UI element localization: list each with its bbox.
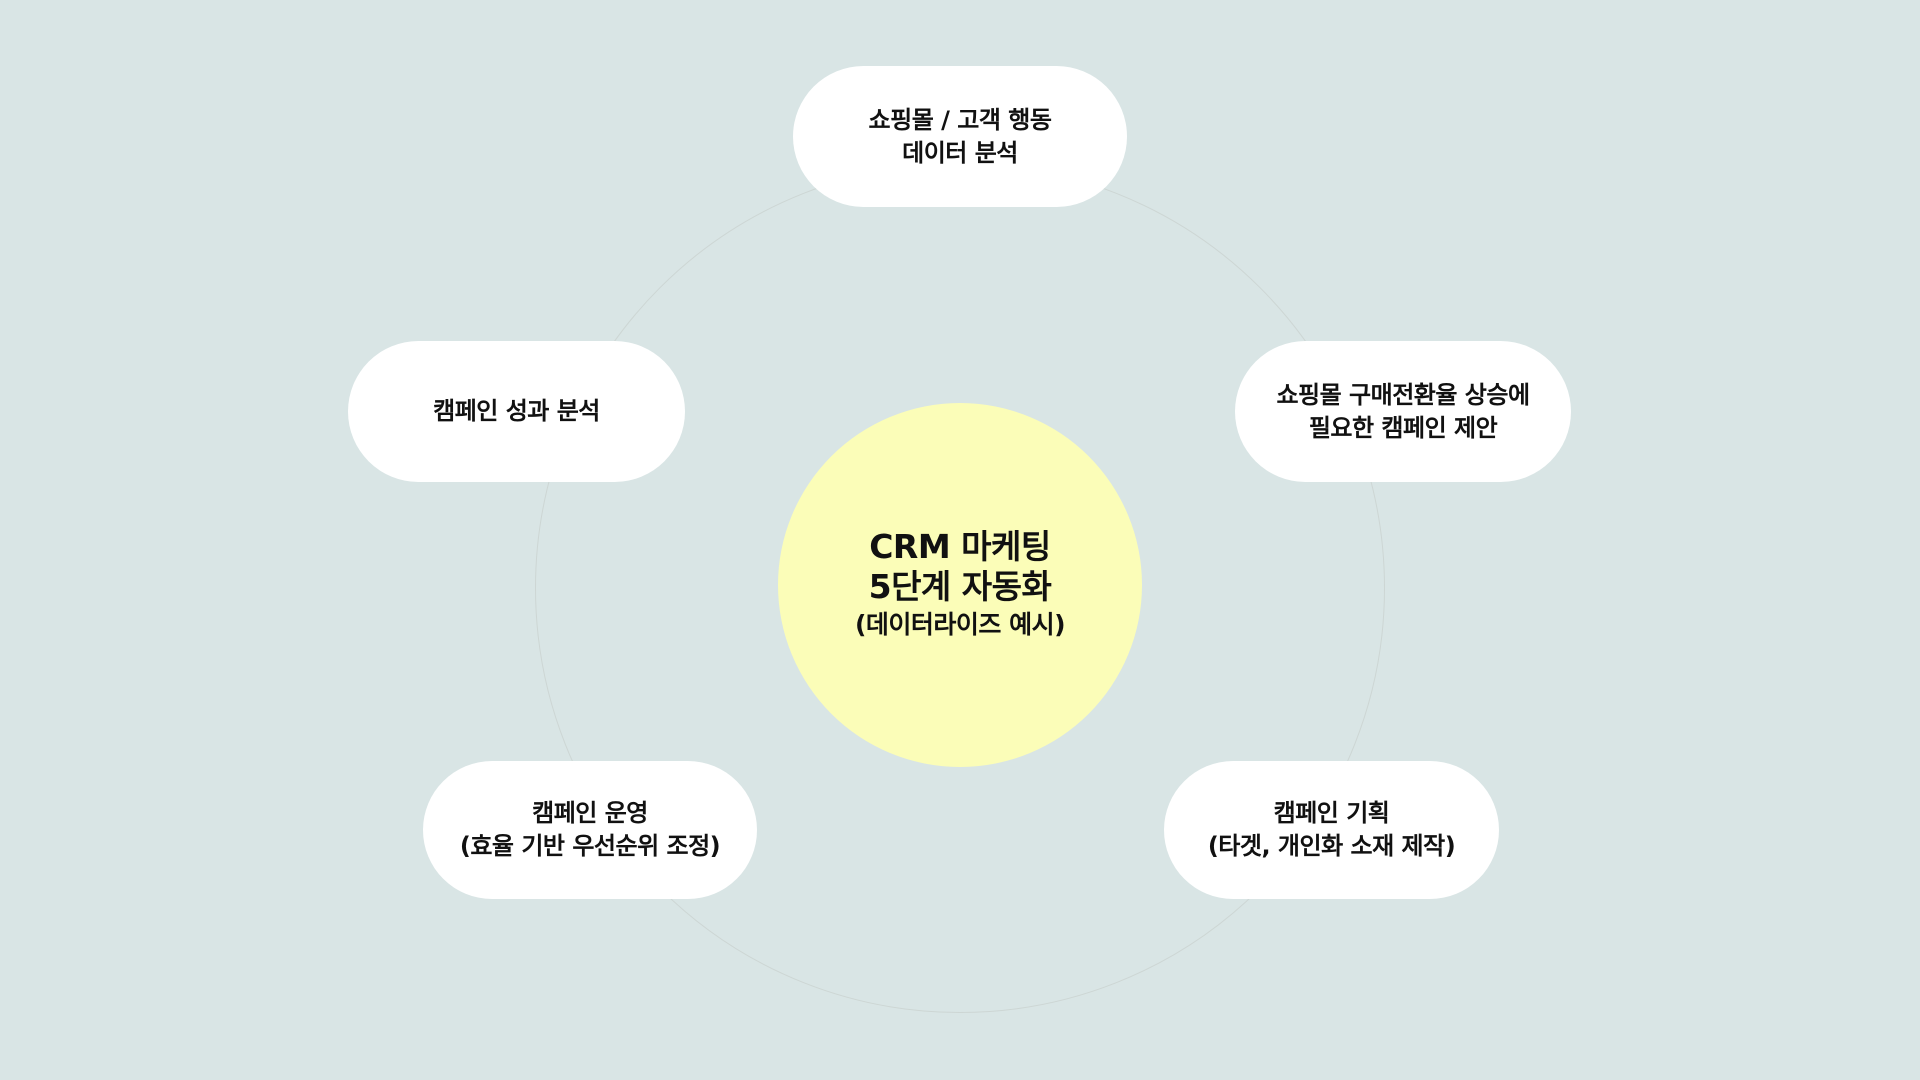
center-subtitle: (데이터라이즈 예시) [854,610,1066,639]
step-1-data-analysis: 쇼핑몰 / 고객 행동 데이터 분석 [793,66,1127,207]
step-3-line-2: (타겟, 개인화 소재 제작) [1207,832,1456,860]
step-4-line-1: 캠페인 운영 [532,799,648,827]
step-1-line-2: 데이터 분석 [902,138,1018,167]
step-5-performance-analysis: 캠페인 성과 분석 [348,341,685,482]
step-4-campaign-operation: 캠페인 운영 (효율 기반 우선순위 조정) [423,761,757,899]
center-hub: CRM 마케팅 5단계 자동화 (데이터라이즈 예시) [778,403,1142,767]
center-title-line-1: CRM 마케팅 [869,527,1051,566]
step-2-line-2: 필요한 캠페인 제안 [1308,413,1498,442]
step-5-line-1: 캠페인 성과 분석 [433,397,600,425]
step-1-line-1: 쇼핑몰 / 고객 행동 [868,105,1052,134]
step-3-line-1: 캠페인 기획 [1273,799,1390,827]
center-title-line-2: 5단계 자동화 [868,567,1052,606]
step-3-campaign-planning: 캠페인 기획 (타겟, 개인화 소재 제작) [1164,761,1499,899]
step-2-line-1: 쇼핑몰 구매전환율 상승에 [1276,380,1530,409]
step-4-line-2: (효율 기반 우선순위 조정) [459,832,721,860]
step-2-campaign-proposal: 쇼핑몰 구매전환율 상승에 필요한 캠페인 제안 [1235,341,1571,482]
